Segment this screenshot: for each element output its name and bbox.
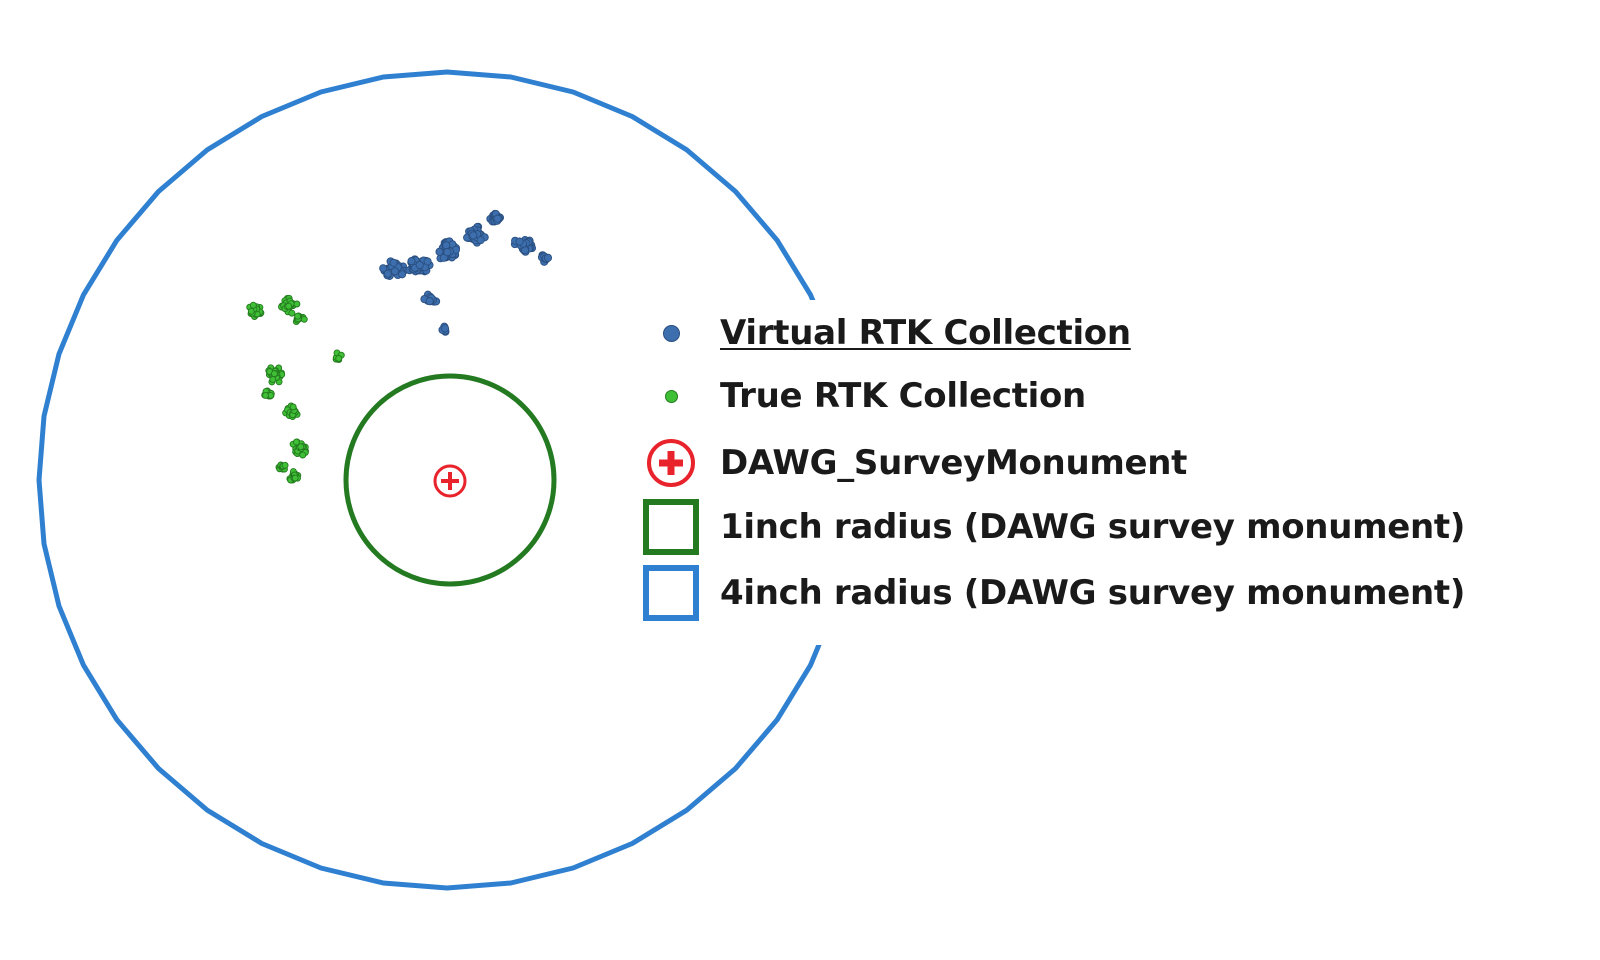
true-points-point-104 bbox=[270, 370, 278, 378]
true-points-point-99 bbox=[269, 376, 277, 383]
outer-ring-4inch bbox=[36, 69, 858, 891]
legend-dot-true-icon bbox=[642, 367, 700, 425]
legend-item-true-rtk: True RTK Collection bbox=[642, 365, 1086, 427]
virtual-points-point-249 bbox=[515, 237, 524, 246]
virtual-points-point-183 bbox=[469, 231, 478, 240]
legend-item-1inch-radius: 1inch radius (DAWG survey monument) bbox=[642, 496, 1465, 558]
legend-label-virtual-rtk: Virtual RTK Collection bbox=[720, 313, 1131, 353]
legend-item-virtual-rtk: Virtual RTK Collection bbox=[642, 302, 1131, 364]
virtual-points-point-209 bbox=[493, 214, 502, 223]
true-points-point-215 bbox=[335, 355, 343, 362]
virtual-points-point-280 bbox=[440, 324, 450, 333]
legend-item-survey-monument: DAWG_SurveyMonument bbox=[642, 432, 1187, 494]
virtual-points-point-34 bbox=[398, 270, 407, 279]
virtual-rtk-points bbox=[379, 209, 553, 336]
true-points-point-119 bbox=[262, 391, 269, 399]
virtual-points-point-136 bbox=[435, 247, 444, 256]
legend-label-survey-monument: DAWG_SurveyMonument bbox=[720, 443, 1188, 483]
virtual-points-point-137 bbox=[439, 253, 448, 262]
virtual-points-point-184 bbox=[476, 236, 485, 245]
virtual-points-point-38 bbox=[383, 269, 392, 278]
true-points-point-79 bbox=[294, 312, 302, 320]
legend-label-4inch-radius: 4inch radius (DAWG survey monument) bbox=[720, 573, 1466, 613]
virtual-points-point-139 bbox=[443, 248, 452, 257]
true-points-point-77 bbox=[300, 315, 308, 323]
survey-monument-icon bbox=[433, 464, 467, 498]
true-points-point-209 bbox=[281, 461, 289, 469]
virtual-points-point-31 bbox=[379, 264, 388, 273]
true-points-point-64 bbox=[285, 302, 293, 310]
true-points-point-50 bbox=[288, 309, 296, 317]
true-points-point-174 bbox=[299, 451, 307, 459]
legend-green-square-icon bbox=[642, 498, 700, 556]
virtual-points-point-39 bbox=[389, 258, 398, 267]
legend-item-4inch-radius: 4inch radius (DAWG survey monument) bbox=[642, 562, 1465, 624]
legend-dot-virtual-icon bbox=[642, 304, 700, 362]
legend-circle-plus-icon bbox=[642, 434, 700, 492]
virtual-points-point-37 bbox=[390, 267, 399, 276]
virtual-points-point-87 bbox=[423, 257, 432, 266]
virtual-points-point-89 bbox=[415, 260, 424, 270]
true-points-point-139 bbox=[289, 403, 297, 411]
legend-label-true-rtk: True RTK Collection bbox=[720, 376, 1086, 416]
legend-label-1inch-radius: 1inch radius (DAWG survey monument) bbox=[720, 507, 1466, 547]
true-rtk-points bbox=[246, 294, 345, 484]
inner-ring-1inch bbox=[343, 373, 557, 587]
true-points-point-172 bbox=[297, 443, 305, 451]
true-points-point-57 bbox=[293, 300, 301, 308]
true-points-point-29 bbox=[249, 301, 257, 309]
true-points-point-199 bbox=[291, 474, 299, 482]
legend: Virtual RTK Collection True RTK Collecti… bbox=[642, 300, 1587, 645]
virtual-points-point-259 bbox=[543, 253, 553, 262]
true-points-point-28 bbox=[247, 307, 255, 315]
virtual-points-point-88 bbox=[407, 257, 416, 266]
legend-blue-square-icon bbox=[642, 564, 700, 622]
true-points-point-171 bbox=[292, 438, 300, 446]
virtual-points-point-274 bbox=[425, 297, 434, 306]
